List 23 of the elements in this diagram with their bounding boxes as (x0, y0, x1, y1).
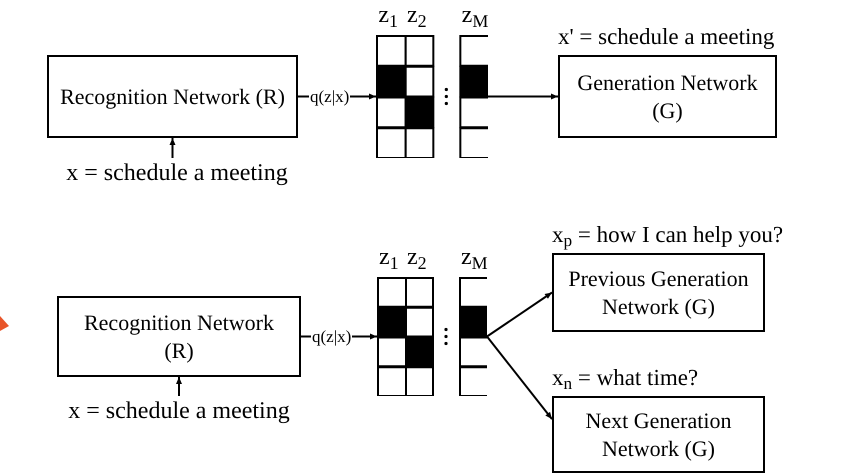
arrow (170, 138, 176, 158)
latent-variable-label: z$_{1}$ (379, 245, 399, 269)
process-box: Recognition Network (R) (57, 296, 301, 377)
latent-variable-label: z$_{2}$ (407, 245, 427, 269)
arrow (176, 377, 182, 396)
edge-label: q(z|x) (311, 328, 352, 344)
edge-label: q(z|x) (309, 88, 350, 104)
output-label: x$_{n}$ = what time? (552, 364, 698, 392)
process-box: Recognition Network (R) (47, 55, 298, 138)
latent-variable-label: z$_{1}$ (378, 3, 398, 27)
output-label: x' = schedule a meeting (558, 23, 774, 51)
arrow (486, 292, 553, 338)
output-label: x$_{p}$ = how I can help you? (552, 221, 784, 249)
input-label: x = schedule a meeting (40, 158, 314, 188)
latent-variable-label: z$_{2}$ (407, 3, 427, 27)
latent-variable-label: z$_{M}$ (461, 245, 488, 269)
process-box: Generation Network (G) (558, 55, 777, 138)
arrow (486, 336, 553, 420)
input-label: x = schedule a meeting (42, 396, 316, 426)
latent-variable-label: z$_{M}$ (462, 3, 488, 27)
process-box: Next Generation Network (G) (552, 396, 765, 473)
process-box: Previous Generation Network (G) (552, 253, 765, 332)
arrow (488, 94, 558, 100)
